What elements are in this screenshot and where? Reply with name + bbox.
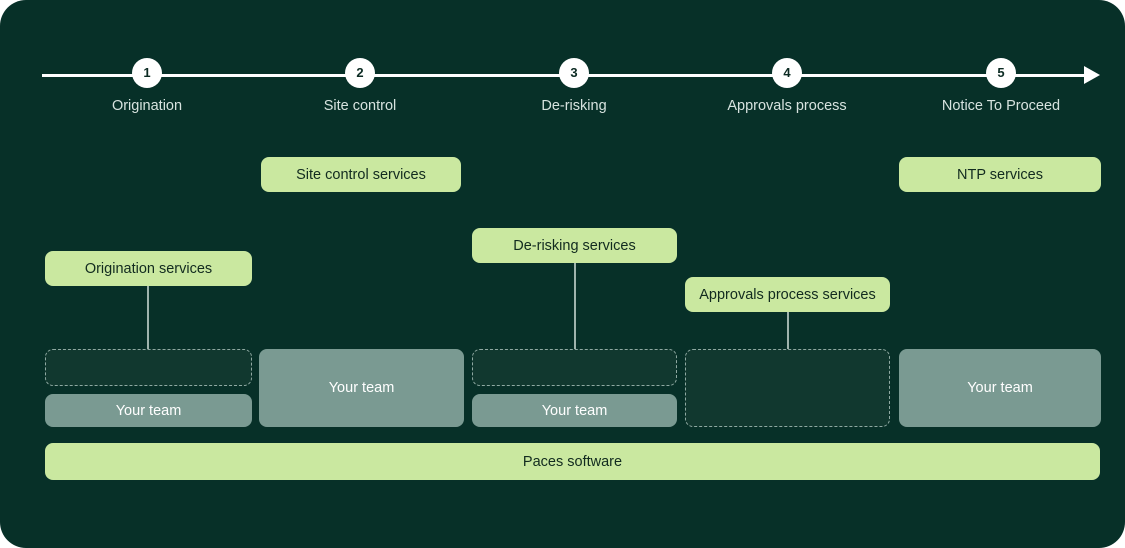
timeline-step-3-marker[interactable]: 3 — [559, 58, 589, 88]
service-pill-ntp[interactable]: NTP services — [899, 157, 1101, 192]
connector-stem — [574, 263, 576, 362]
team-box-ntp[interactable]: Your team — [899, 349, 1101, 427]
timeline: 1 2 3 4 5 Origination Site control De-ri… — [42, 58, 1100, 114]
timeline-step-4-marker[interactable]: 4 — [772, 58, 802, 88]
scope-box-approvals-process[interactable] — [685, 349, 890, 427]
team-box-origination[interactable]: Your team — [45, 394, 252, 427]
timeline-step-2-marker[interactable]: 2 — [345, 58, 375, 88]
timeline-step-1-marker[interactable]: 1 — [132, 58, 162, 88]
service-pill-site-control[interactable]: Site control services — [261, 157, 461, 192]
service-pill-approvals-process[interactable]: Approvals process services — [685, 277, 890, 312]
timeline-step-5-label: Notice To Proceed — [941, 98, 1061, 114]
timeline-step-3-label: De-risking — [541, 98, 607, 114]
timeline-step-4-label: Approvals process — [727, 98, 847, 114]
paces-software-bar[interactable]: Paces software — [45, 443, 1100, 480]
timeline-step-2-label: Site control — [323, 98, 397, 114]
service-pill-de-risking[interactable]: De-risking services — [472, 228, 677, 263]
service-pill-origination[interactable]: Origination services — [45, 251, 252, 286]
team-box-site-control[interactable]: Your team — [259, 349, 464, 427]
timeline-step-5-marker[interactable]: 5 — [986, 58, 1016, 88]
scope-box-de-risking[interactable] — [472, 349, 677, 386]
team-box-de-risking[interactable]: Your team — [472, 394, 677, 427]
scope-box-origination[interactable] — [45, 349, 252, 386]
timeline-arrow-icon — [1084, 66, 1100, 84]
timeline-step-1-label: Origination — [111, 98, 183, 114]
